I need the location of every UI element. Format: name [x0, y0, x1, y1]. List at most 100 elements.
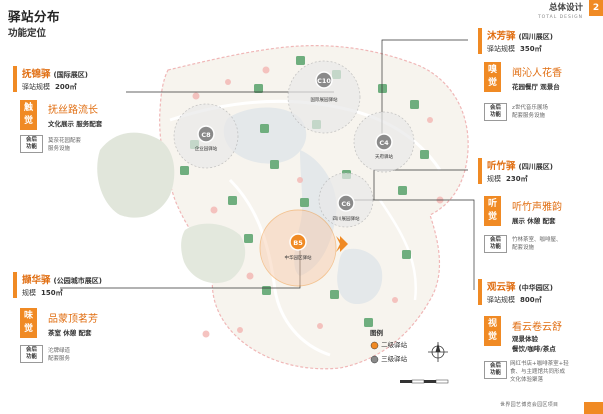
note-xiehua: 茶室 休憩 配套: [48, 329, 92, 337]
func-desc-line: 配套服务设施: [512, 113, 546, 119]
func-desc-guanyun: 网红书店+咖啡茶室+轻 食、与主题馆共同形成 文化体验聚落: [510, 360, 569, 384]
legend-item-primary: 二级驿站: [370, 339, 407, 350]
func-desc-fujin: 莫奈花园配套 服务设施: [48, 137, 81, 153]
func-desc-line: 网红书店+咖啡茶室+轻: [510, 361, 569, 367]
section-title-en: TOTAL DESIGN: [537, 15, 583, 20]
footer-tab: [584, 402, 603, 414]
func-label-line: 功能: [25, 354, 37, 360]
note-mufang: 花园餐厅 观景台: [512, 83, 560, 91]
section-header: 总体设计 TOTAL DESIGN: [538, 1, 583, 20]
scale-value: 350㎡: [520, 45, 542, 53]
legend-title: 图例: [370, 329, 383, 337]
legend-label: 二级驿站: [381, 341, 408, 349]
func-desc-line: 配套服务: [48, 356, 71, 362]
func-desc-tingzhu: 竹林茶室、咖啡屋、 配套设施: [512, 236, 562, 252]
scale-label: 规模: [22, 289, 36, 297]
sense-char: 觉: [23, 324, 33, 334]
station-marker-c10[interactable]: [315, 71, 333, 89]
section-title: 总体设计: [548, 3, 583, 13]
sense-char: 觉: [487, 332, 497, 342]
func-label-line: 会后: [489, 363, 501, 369]
accent-bar: [478, 279, 482, 305]
station-name-mufang: 沐芳驿(四川展区): [487, 28, 553, 42]
station-region: (四川展区): [518, 163, 553, 171]
func-desc-mufang: z世代音乐展场 配套服务设施: [512, 104, 548, 120]
station-caption-c4: 天府驿站: [375, 153, 393, 160]
legend-label: 三级驿站: [381, 355, 408, 363]
station-code-c10: C10: [317, 77, 331, 85]
func-label-line: 会后: [25, 137, 37, 143]
sense-badge-mufang: 嗅 觉: [484, 62, 501, 92]
service-points: [192, 66, 444, 338]
func-desc-line: 沱牌绿道: [48, 348, 71, 354]
station-title: 撷华驿: [22, 275, 51, 286]
theme-guanyun: 看云卷云舒: [512, 322, 562, 333]
func-label-line: 会后: [489, 237, 501, 243]
func-label-fujin: 会后 功能: [20, 135, 43, 153]
green-area-lower-left: [181, 223, 246, 284]
func-label-guanyun: 会后 功能: [484, 361, 507, 379]
note-fujin: 文化展示 服务配套: [48, 120, 103, 128]
func-desc-line: 配套设施: [512, 245, 535, 251]
func-label-tingzhu: 会后 功能: [484, 235, 507, 253]
station-marker-c4[interactable]: [375, 133, 393, 151]
station-region: (四川展区): [518, 33, 553, 41]
station-region: (国际展区): [53, 71, 88, 79]
station-region: (中华园区): [518, 284, 553, 292]
accent-bar: [478, 28, 482, 54]
scale-label: 驿站规模: [487, 45, 515, 53]
note-tingzhu: 展示 休憩 配套: [512, 217, 556, 225]
func-desc-line: 服务设施: [48, 146, 71, 152]
station-code-c8: C8: [201, 131, 211, 139]
theme-tingzhu: 听竹声雅韵: [512, 202, 562, 213]
lake-main: [223, 107, 307, 164]
station-code-b5: B5: [293, 239, 303, 247]
sense-char: 嗅: [487, 65, 497, 75]
road-east: [378, 199, 418, 301]
sense-char: 味: [23, 311, 33, 321]
station-code-c4: C4: [379, 139, 389, 147]
func-label-line: 功能: [489, 370, 501, 376]
accent-bar: [478, 158, 482, 184]
sense-char: 觉: [23, 116, 33, 126]
page-number-tab[interactable]: 2: [589, 0, 603, 16]
func-label-line: 会后: [489, 105, 501, 111]
station-caption-b5: 中华园区驿站: [285, 254, 312, 261]
page-title: 驿站分布: [8, 9, 61, 24]
green-area-left: [97, 132, 175, 218]
sense-char: 觉: [487, 212, 497, 222]
accent-bar: [13, 66, 17, 92]
station-title: 沐芳驿: [487, 31, 516, 42]
sense-char: 视: [487, 319, 497, 329]
station-name-tingzhu: 听竹驿(四川展区): [487, 158, 553, 172]
sense-badge-tingzhu: 听 觉: [484, 196, 501, 226]
note-line: 观景体验: [512, 335, 538, 343]
func-desc-xiehua: 沱牌绿道 配套服务: [48, 347, 70, 363]
station-scale-mufang: 驿站规模 350㎡: [487, 44, 542, 54]
station-name-xiehua: 撷华驿(公园城市展区): [22, 272, 102, 286]
legend-swatch-primary-icon: [370, 341, 379, 349]
sense-char: 触: [23, 103, 33, 113]
footer-project: 世界园艺博览会园区项目: [500, 402, 559, 408]
station-name-fujin: 抚锦驿(国际展区): [22, 66, 88, 80]
scale-bar: [400, 379, 449, 384]
func-label-line: 功能: [489, 244, 501, 250]
station-marker-c6[interactable]: [337, 194, 355, 212]
station-name-guanyun: 观云驿(中华园区): [487, 279, 553, 293]
legend-item-secondary: 三级驿站: [370, 353, 407, 364]
sense-char: 听: [487, 199, 497, 209]
station-marker-c8[interactable]: [197, 125, 215, 143]
page-subtitle: 功能定位: [8, 28, 47, 39]
func-label-mufang: 会后 功能: [484, 103, 507, 121]
station-marker-b5[interactable]: [289, 233, 307, 251]
station-region: (公园城市展区): [53, 277, 102, 285]
theme-mufang: 闻沁人花香: [512, 68, 562, 79]
func-desc-line: z世代音乐展场: [512, 105, 548, 111]
sense-badge-fujin: 触 觉: [20, 100, 37, 130]
station-title: 观云驿: [487, 282, 516, 293]
scale-label: 规模: [487, 175, 501, 183]
func-desc-line: 莫奈花园配套: [48, 138, 82, 144]
